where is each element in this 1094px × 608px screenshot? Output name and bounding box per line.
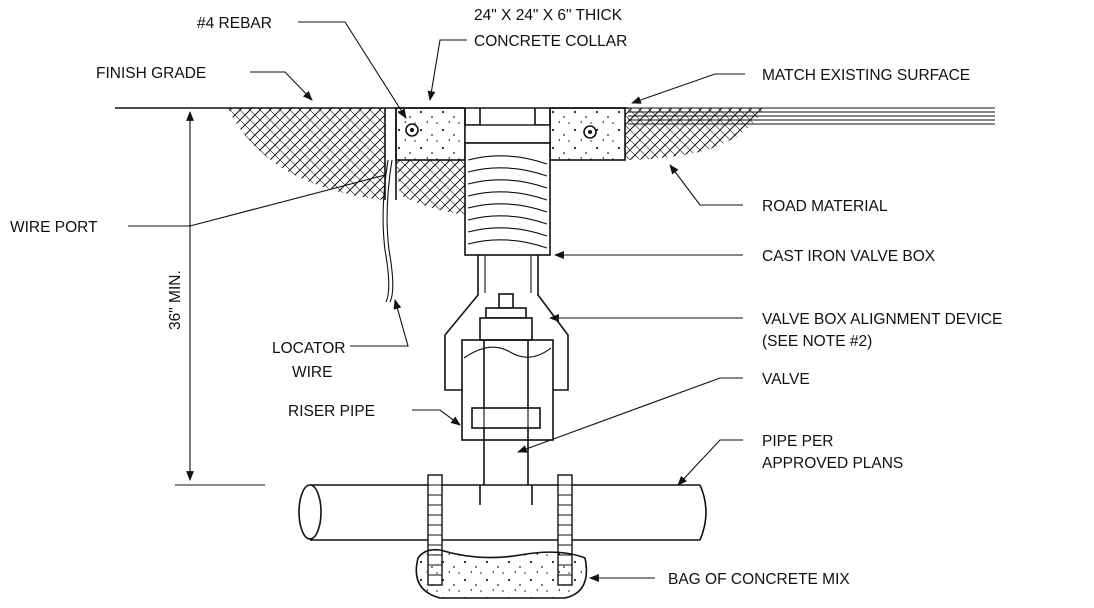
label-finish-grade: FINISH GRADE xyxy=(96,65,206,82)
soil-hatching xyxy=(228,108,765,215)
main-pipe xyxy=(298,484,707,541)
valve-box-lid xyxy=(464,108,551,144)
locator-wire xyxy=(382,159,394,303)
label-valve-box: CAST IRON VALVE BOX xyxy=(762,248,936,265)
label-valve: VALVE xyxy=(762,371,810,388)
label-collar-line1: 24" X 24" X 6" THICK xyxy=(474,7,623,24)
valve-box-threads xyxy=(464,142,551,256)
label-locator-line2: WIRE xyxy=(292,364,332,381)
wire-port-sleeve xyxy=(384,108,397,200)
label-depth: 36" MIN. xyxy=(167,270,184,330)
concrete-bag xyxy=(415,548,588,599)
concrete-collar xyxy=(395,107,626,161)
leader-lines xyxy=(128,21,745,582)
alignment-device xyxy=(461,293,554,441)
riser-pipe xyxy=(471,340,541,485)
label-collar-line2: CONCRETE COLLAR xyxy=(474,33,627,50)
label-riser-pipe: RISER PIPE xyxy=(288,403,375,420)
label-pipe-line1: PIPE PER xyxy=(762,433,834,450)
label-locator-line1: LOCATOR xyxy=(272,340,346,357)
cast-iron-box xyxy=(444,255,569,391)
label-match-surface: MATCH EXISTING SURFACE xyxy=(762,67,970,84)
label-rebar: #4 REBAR xyxy=(197,15,272,32)
depth-dimension xyxy=(175,107,265,486)
label-road-material: ROAD MATERIAL xyxy=(762,198,888,215)
label-alignment-line2: (SEE NOTE #2) xyxy=(762,333,872,350)
label-pipe-line2: APPROVED PLANS xyxy=(762,455,903,472)
label-wire-port: WIRE PORT xyxy=(10,219,98,236)
label-alignment-line1: VALVE BOX ALIGNMENT DEVICE xyxy=(762,311,1002,328)
label-concrete-bag: BAG OF CONCRETE MIX xyxy=(668,571,850,588)
